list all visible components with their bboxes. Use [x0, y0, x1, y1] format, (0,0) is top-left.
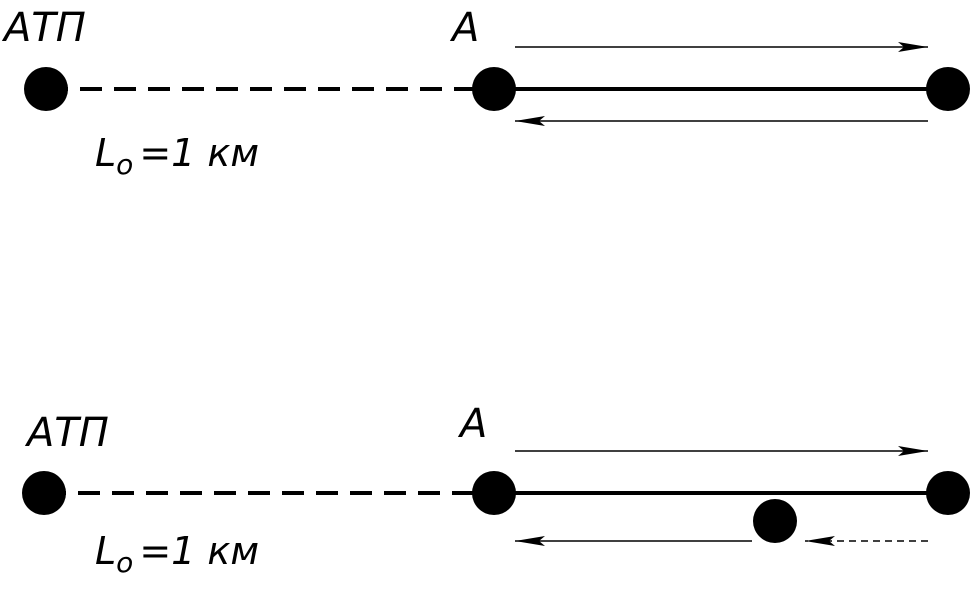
- bottom-point-a-label: A: [457, 401, 487, 447]
- bottom-depot-label: АТП: [24, 410, 109, 456]
- bottom-point-b-node: [926, 471, 970, 515]
- top-depot-label: АТП: [1, 5, 86, 51]
- bottom-point-c-node: [753, 499, 797, 543]
- top-depot-node: [24, 67, 68, 111]
- top-scheme: АТП A Lo=1 км: [1, 5, 970, 181]
- top-distance-label: Lo=1 км: [95, 131, 259, 181]
- top-point-a-node: [472, 67, 516, 111]
- top-point-a-label: A: [449, 5, 479, 51]
- bottom-point-a-node: [472, 471, 516, 515]
- top-point-b-node: [926, 67, 970, 111]
- bottom-distance-label: Lo=1 км: [95, 529, 259, 579]
- bottom-depot-node: [22, 471, 66, 515]
- bottom-scheme: АТП A Lo=1 км: [22, 401, 970, 579]
